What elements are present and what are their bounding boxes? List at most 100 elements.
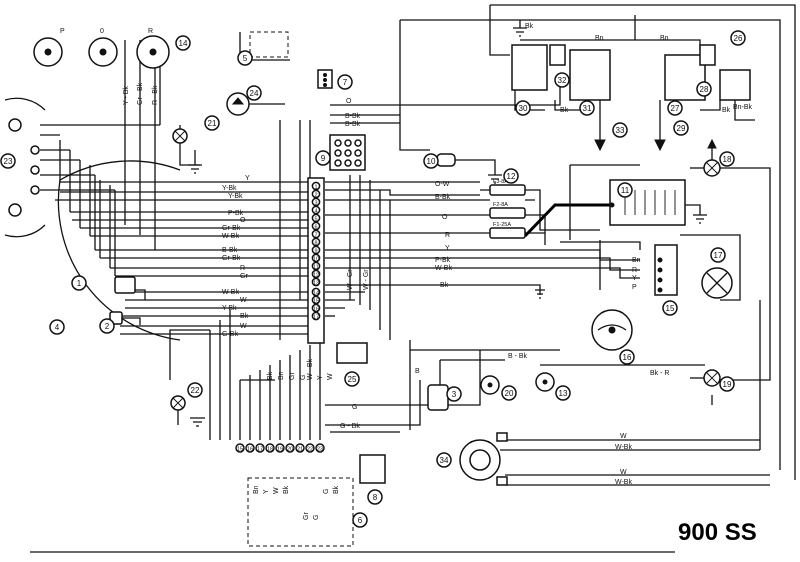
harness-terminal-9: 9 [311,245,321,254]
svg-text:24: 24 [250,89,259,98]
wire-label-b-bk-t1: B-Bk [345,113,361,120]
component-number-11: 11 [617,182,633,198]
harness-terminal-6: 6 [311,221,321,230]
bottom-terminal-19: 19 [275,443,285,453]
svg-text:16: 16 [247,447,253,453]
wire-label-bk-r19: Bk - R [650,370,669,377]
connector-9-pins [334,139,362,167]
component-number-5: 5 [237,50,253,66]
component-number-31: 31 [579,100,595,116]
wire-label-b-3: B [415,368,420,375]
headlight-bulb [114,276,136,294]
component-number-18: 18 [719,151,735,167]
indicator-lamps [170,128,205,427]
bottom-terminal-15: 15 [235,443,245,453]
wire-label-g-bk-low: G - Bk [340,423,360,430]
svg-text:17: 17 [714,251,723,260]
headlight-assembly [57,160,181,341]
svg-text:11: 11 [313,264,319,270]
wire-label-r-r: R [632,267,637,274]
harness-terminal-10: 10 [311,253,321,262]
component-number-21: 21 [204,115,220,131]
connector-32 [549,44,566,66]
wire-label-v-rbk: R - Bk [152,85,159,105]
svg-text:6: 6 [358,516,363,525]
wire-label-y-r: Y [632,275,637,282]
component-number-24: 24 [246,85,262,101]
component-number-26: 26 [730,30,746,46]
svg-text:25: 25 [348,375,357,384]
svg-text:28: 28 [700,85,709,94]
wire-label-v-y: Y [317,375,324,380]
fuse-f2 [489,207,526,219]
coil-3 [427,384,449,411]
component-number-15: 15 [662,300,678,316]
svg-text:22: 22 [191,386,200,395]
svg-text:7: 7 [343,78,348,87]
rear-indicators [703,138,721,405]
component-number-27: 27 [667,100,683,116]
wire-label-bn1: Bn [595,35,604,42]
component-number-9: 9 [315,150,331,166]
svg-text:21: 21 [208,119,217,128]
wire-label-v-sg2: G [313,515,320,520]
fuse-f3 [489,184,526,196]
wire-label-v-sgr: Gr [303,512,310,520]
component-number-29: 29 [673,120,689,136]
wire-label-o-top: O [346,98,352,105]
component-number-20: 20 [501,385,517,401]
fuse-f1-label: F1-25A [493,222,511,228]
connector-25 [336,342,368,364]
bottom-terminal-17: 17 [255,443,265,453]
fuse-f3-label: F3-8A [493,179,508,185]
switch-o-label: 0 [100,28,104,35]
fuse-f1 [489,227,526,239]
wire-label-v-bgr: W - Gr [363,269,370,290]
wire-label-v-sbk: Bk [283,485,290,494]
svg-text:21: 21 [297,447,303,453]
svg-text:26: 26 [734,34,743,43]
svg-text:7: 7 [314,232,317,238]
component-number-33: 33 [612,122,628,138]
wire-label-v-w: W [327,373,334,380]
wire-label-g-low: G [352,404,357,411]
svg-text:32: 32 [558,76,567,85]
harness-terminal-3: 3 [311,197,321,206]
wire-label-bk2: Bk [440,282,449,289]
harness-terminal-1: 1 [311,181,321,190]
component-number-28: 28 [696,81,712,97]
connector-28 [699,44,716,66]
component-number-14: 14 [175,35,191,51]
component-number-19: 19 [719,376,735,392]
bottom-terminal-18: 18 [265,443,275,453]
switch-r-center [149,48,157,56]
component-number-8: 8 [367,489,383,505]
component-number-6: 6 [352,512,368,528]
svg-text:16: 16 [313,306,319,312]
wire-label-w2: W [240,323,247,330]
main-harness-wires [40,4,796,486]
bottom-terminal-20: 20 [285,443,295,453]
bottom-terminal-21: 21 [295,443,305,453]
harness-terminal-11: 11 [311,261,321,270]
svg-text:1: 1 [314,184,317,190]
bottom-terminal-16: 16 [245,443,255,453]
harness-terminal-5: 5 [311,213,321,222]
wire-label-w-bk-34b: W-Bk [615,479,632,486]
svg-text:20: 20 [505,389,514,398]
horn [226,92,285,116]
wire-label-bn-bk: Bn-Bk [733,104,753,111]
tail-light [701,267,733,299]
switch-o-center [99,48,107,56]
svg-text:30: 30 [519,104,528,113]
component-number-17: 17 [710,247,726,263]
wire-label-w-bk2: W-Bk [222,289,239,296]
regulator-pins [657,257,663,293]
ignition-module-group [511,44,751,152]
svg-text:13: 13 [559,389,568,398]
svg-text:14: 14 [313,290,319,296]
wire-label-v-bn: Bn [278,371,285,380]
wire-label-v-g: G [300,375,307,380]
wire-label-o2: O [442,214,448,221]
